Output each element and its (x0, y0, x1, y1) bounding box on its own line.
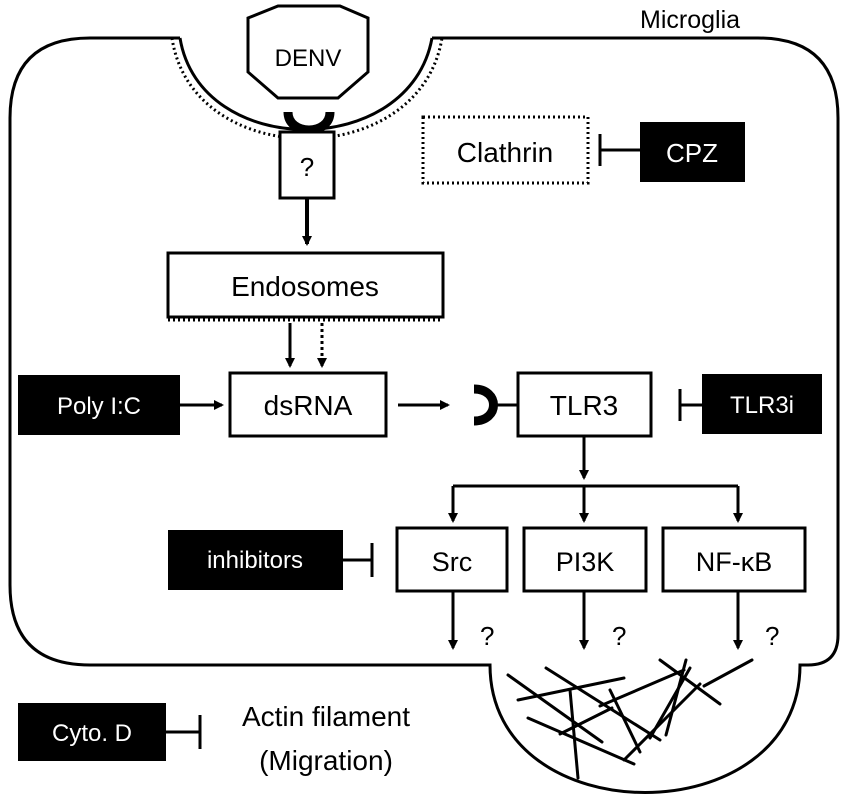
cell-membrane (8, 36, 840, 794)
cyto-d-box (18, 703, 166, 761)
unknown-receptor-label: ? (300, 152, 314, 182)
actin-filaments-icon (506, 658, 754, 780)
nfkb-unknown-link: ? (765, 621, 779, 651)
pi3k-box (522, 526, 648, 593)
unknown-receptor-box (278, 130, 336, 200)
migration-label: (Migration) (259, 745, 393, 776)
receptor-cup-icon (283, 111, 335, 135)
clathrin-label: Clathrin (457, 137, 553, 168)
clathrin-box (421, 115, 590, 185)
kinase-inhibitors-box (168, 530, 343, 590)
src-box (395, 526, 509, 593)
endosomes-label: Endosomes (231, 271, 379, 302)
denv-label: DENV (275, 45, 342, 72)
poly-ic-box (18, 375, 180, 435)
poly-ic-label: Poly I:C (57, 393, 141, 420)
clathrin-coat-dotted (170, 37, 444, 140)
pi3k-label: PI3K (556, 547, 615, 577)
tlr3-box (516, 371, 653, 438)
cpz-inhibitor-box (640, 122, 745, 182)
dsrna-box (228, 371, 388, 438)
nfkb-label: NF-κB (696, 547, 773, 577)
dsrna-label: dsRNA (264, 390, 353, 421)
endosomes-box (166, 251, 445, 319)
cpz-label: CPZ (666, 138, 718, 168)
actin-filament-label: Actin filament (242, 701, 410, 732)
src-unknown-link: ? (480, 621, 494, 651)
cyto-d-label: Cyto. D (52, 720, 132, 747)
tlr3i-inhibitor-box (702, 374, 822, 434)
kinase-inhibitors-label: inhibitors (207, 547, 303, 574)
src-label: Src (432, 547, 473, 577)
tlr3-label: TLR3 (550, 390, 618, 421)
cell-label: Microglia (640, 6, 740, 34)
nfkb-box (661, 526, 807, 593)
tlr3-receptor-cup-icon (473, 384, 498, 426)
pi3k-unknown-link: ? (612, 621, 626, 651)
tlr3i-label: TLR3i (730, 392, 794, 419)
denv-virus (246, 4, 370, 100)
